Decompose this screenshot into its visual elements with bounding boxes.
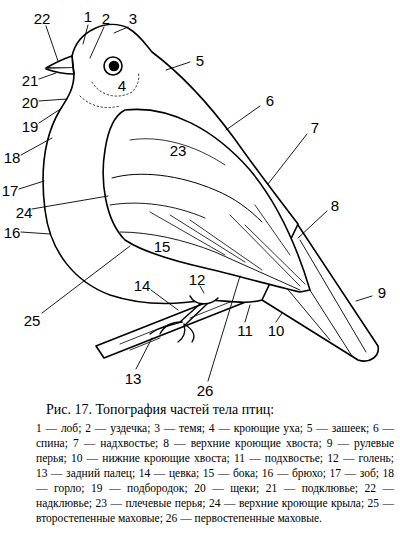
legend-entry: 14 — цевка; xyxy=(139,467,200,479)
callout-number: 16 xyxy=(4,225,21,240)
callout-number: 11 xyxy=(237,323,253,338)
callout-number: 26 xyxy=(197,383,214,398)
callout-number: 21 xyxy=(22,73,39,88)
callout-number: 19 xyxy=(22,119,39,134)
legend-entry: 20 — щеки; xyxy=(194,482,259,494)
callout-number: 13 xyxy=(125,371,142,386)
legend-entry: 26 — первостепенные маховые. xyxy=(166,512,322,524)
callout-number: 12 xyxy=(189,272,206,287)
callout-number: 20 xyxy=(22,95,39,110)
legend-entry: 11 — подхвостье; xyxy=(234,452,323,464)
legend-entry: 13 — задний палец; xyxy=(36,467,135,479)
callout-number: 4 xyxy=(118,78,126,93)
callout-number: 1 xyxy=(84,9,92,24)
callout-number: 15 xyxy=(154,239,171,254)
legend-entry: 7 — надхвостье; xyxy=(73,437,158,449)
legend-entry: 2 — уздечка; xyxy=(85,422,150,434)
callout-number: 18 xyxy=(4,150,21,165)
legend-entry: 12 — голень; xyxy=(327,452,394,464)
legend-entry: 5 — зашеек; xyxy=(307,422,369,434)
legend-entry: 8 — верхние кроющие хвоста; xyxy=(163,437,321,449)
callout-number: 17 xyxy=(2,183,19,198)
legend-entry: 4 — кроющие уха; xyxy=(209,422,303,434)
callout-number: 24 xyxy=(16,205,33,220)
callout-number: 2 xyxy=(102,11,110,26)
legend-entry: 15 — бока; xyxy=(203,467,258,479)
legend-entry: 16 — брюхо; xyxy=(262,467,326,479)
callout-number: 14 xyxy=(134,278,151,293)
legend-entry: 24 — верхние кроющие крыла; xyxy=(209,497,364,509)
legend-entry: 3 — темя; xyxy=(154,422,205,434)
legend-entry: 1 — лоб; xyxy=(36,422,81,434)
legend-text: 1 — лоб; 2 — уздечка; 3 — темя; 4 — крою… xyxy=(36,421,394,526)
callout-number: 8 xyxy=(331,198,339,213)
legend-entry: 17 — зоб; xyxy=(330,467,379,479)
callout-number: 5 xyxy=(196,53,204,68)
legend-entry: 23 — плечевые перья; xyxy=(95,497,205,509)
callout-number: 10 xyxy=(268,323,285,338)
callout-number: 7 xyxy=(311,120,319,135)
callout-number: 3 xyxy=(129,11,137,26)
figure-caption: Рис. 17. Топография частей тела птиц: xyxy=(46,402,274,418)
legend-entry: 10 — нижние кроющие хвоста; xyxy=(71,452,230,464)
legend-entry: 19 — подбородок; xyxy=(91,482,188,494)
callout-number: 9 xyxy=(378,285,386,300)
legend-entry: 21 — подклювье; xyxy=(266,482,358,494)
callout-number: 6 xyxy=(266,93,274,108)
callout-number: 22 xyxy=(34,11,51,26)
callout-number: 23 xyxy=(170,143,187,158)
callout-number: 25 xyxy=(24,313,41,328)
